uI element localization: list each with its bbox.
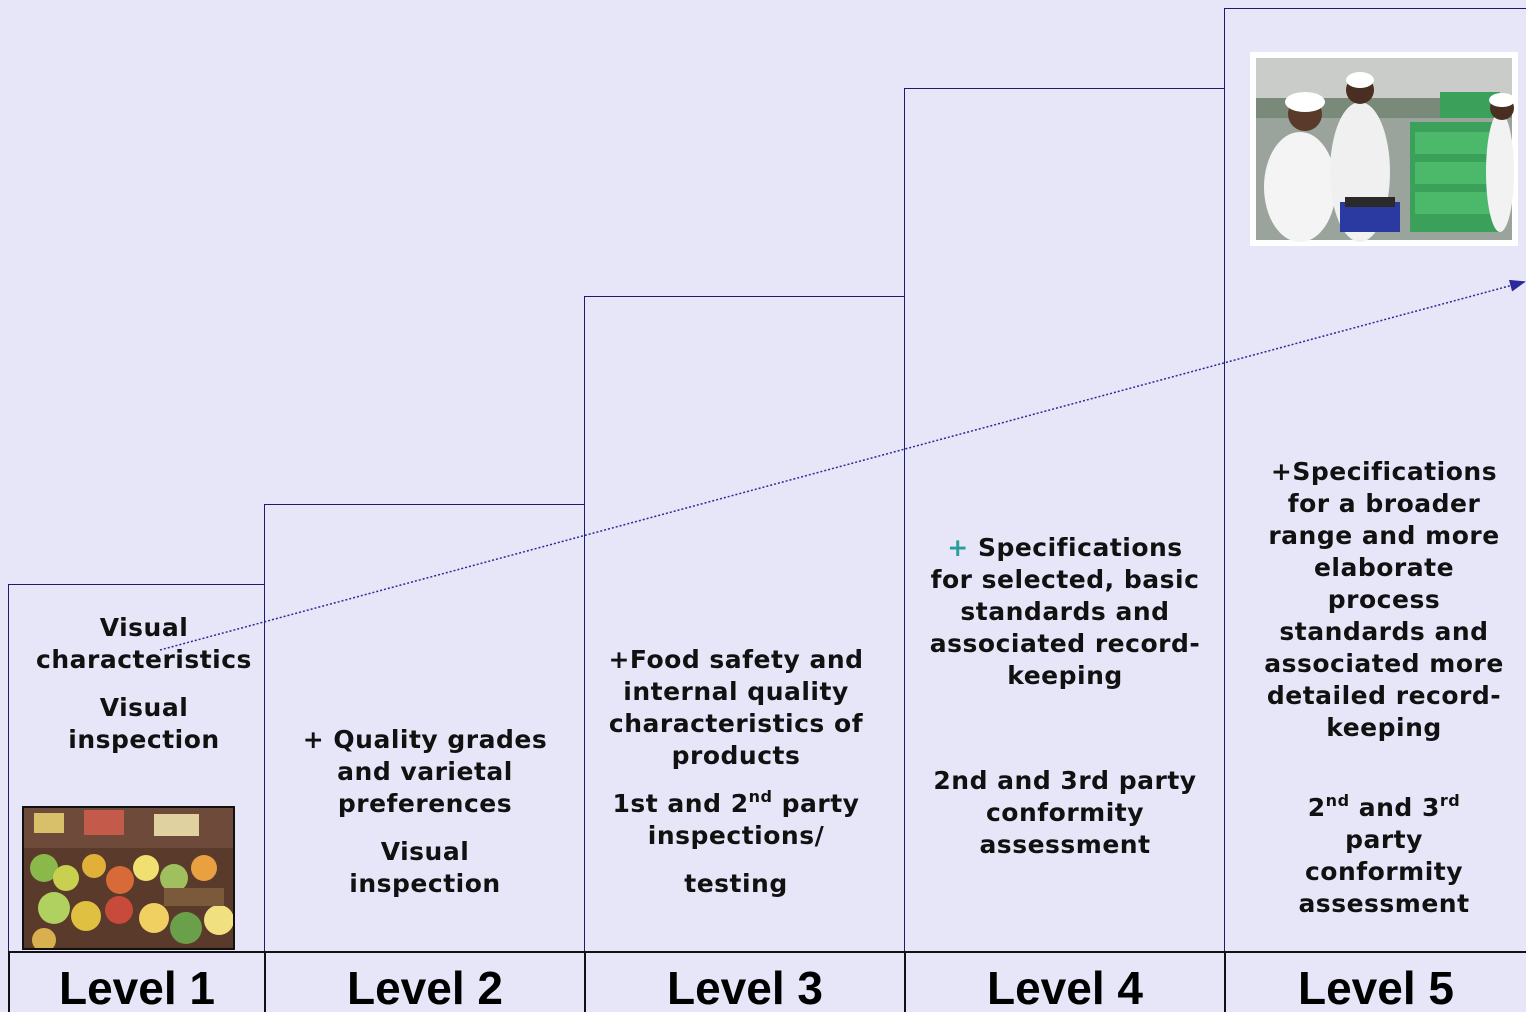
level-4-line: standards and: [960, 597, 1170, 626]
level-1-line: inspection: [68, 725, 220, 754]
level-label-row: Level 1 Level 2 Level 3 Level 4 Level 5: [8, 951, 1526, 1012]
level-5-line: for a broader: [1287, 489, 1481, 518]
level-5-label: Level 5: [1224, 953, 1526, 1012]
level-5-line: +Specifications: [1270, 457, 1498, 486]
level-4-spec-word: Specifications: [968, 533, 1183, 562]
level-5-line: associated more: [1264, 649, 1504, 678]
level-5-line: standards and: [1279, 617, 1489, 646]
level-3-party-sup: nd: [748, 787, 773, 806]
level-2-line: and varietal: [337, 757, 513, 786]
level-4-line: assessment: [979, 830, 1151, 859]
level-5-b-text-2: and 3: [1349, 793, 1440, 822]
level-5-line: detailed record-: [1266, 681, 1502, 710]
level-1-line: Visual: [99, 613, 189, 642]
level-5-party-line: 2nd and 3rd: [1234, 792, 1526, 824]
level-5-line: range and more: [1268, 521, 1500, 550]
level-4-line: conformity: [985, 798, 1145, 827]
level-5-line: elaborate: [1313, 553, 1455, 582]
level-4-line: + Specifications: [908, 532, 1222, 564]
level-3-line: +Food safety and: [608, 645, 864, 674]
level-2-text: + Quality grades and varietal preference…: [270, 724, 580, 900]
level-5-line: assessment: [1298, 889, 1470, 918]
level-4-line: keeping: [1007, 661, 1123, 690]
level-2-line: preferences: [337, 789, 513, 818]
level-3-line: inspections/: [647, 821, 825, 850]
level-1-line: Visual: [99, 693, 189, 722]
level-4-line: 2nd and 3rd party: [933, 766, 1197, 795]
level-3-party-text-2: party: [772, 789, 860, 818]
level-5-line: party: [1345, 825, 1423, 854]
level-3-party-line: 1st and 2nd party: [588, 788, 884, 820]
level-4-line: for selected, basic: [930, 565, 1200, 594]
level-1-label: Level 1: [8, 953, 264, 1012]
level-5-line: keeping: [1326, 713, 1442, 742]
level-2-line: + Quality grades: [302, 725, 548, 754]
level-1-text: Visual characteristics Visual inspection: [18, 612, 270, 756]
level-5-b-sup: nd: [1325, 791, 1350, 810]
level-2-label: Level 2: [264, 953, 584, 1012]
level-3-line: products: [671, 741, 801, 770]
level-5-b-sup-2: rd: [1439, 791, 1461, 810]
level-5-b-text: 2: [1307, 793, 1326, 822]
level-1-line: characteristics: [36, 645, 252, 674]
level-4-text: + Specifications for selected, basic sta…: [908, 532, 1222, 861]
level-2-line: Visual: [380, 837, 470, 866]
packhouse-workers-photo: [1250, 52, 1518, 246]
level-4-plus: +: [947, 533, 969, 562]
level-5-line: conformity: [1304, 857, 1464, 886]
level-3-party-text: 1st and 2: [612, 789, 749, 818]
produce-market-photo: [22, 806, 235, 950]
level-3-text: +Food safety and internal quality charac…: [588, 644, 884, 900]
level-4-label: Level 4: [904, 953, 1224, 1012]
level-5-line: process: [1327, 585, 1441, 614]
level-2-line: inspection: [349, 869, 501, 898]
level-3-line: characteristics of: [608, 709, 864, 738]
level-5-text: +Specifications for a broader range and …: [1234, 456, 1526, 920]
level-4-line: associated record-: [929, 629, 1201, 658]
level-3-label: Level 3: [584, 953, 904, 1012]
level-3-line: internal quality: [623, 677, 849, 706]
level-3-line: testing: [684, 869, 788, 898]
